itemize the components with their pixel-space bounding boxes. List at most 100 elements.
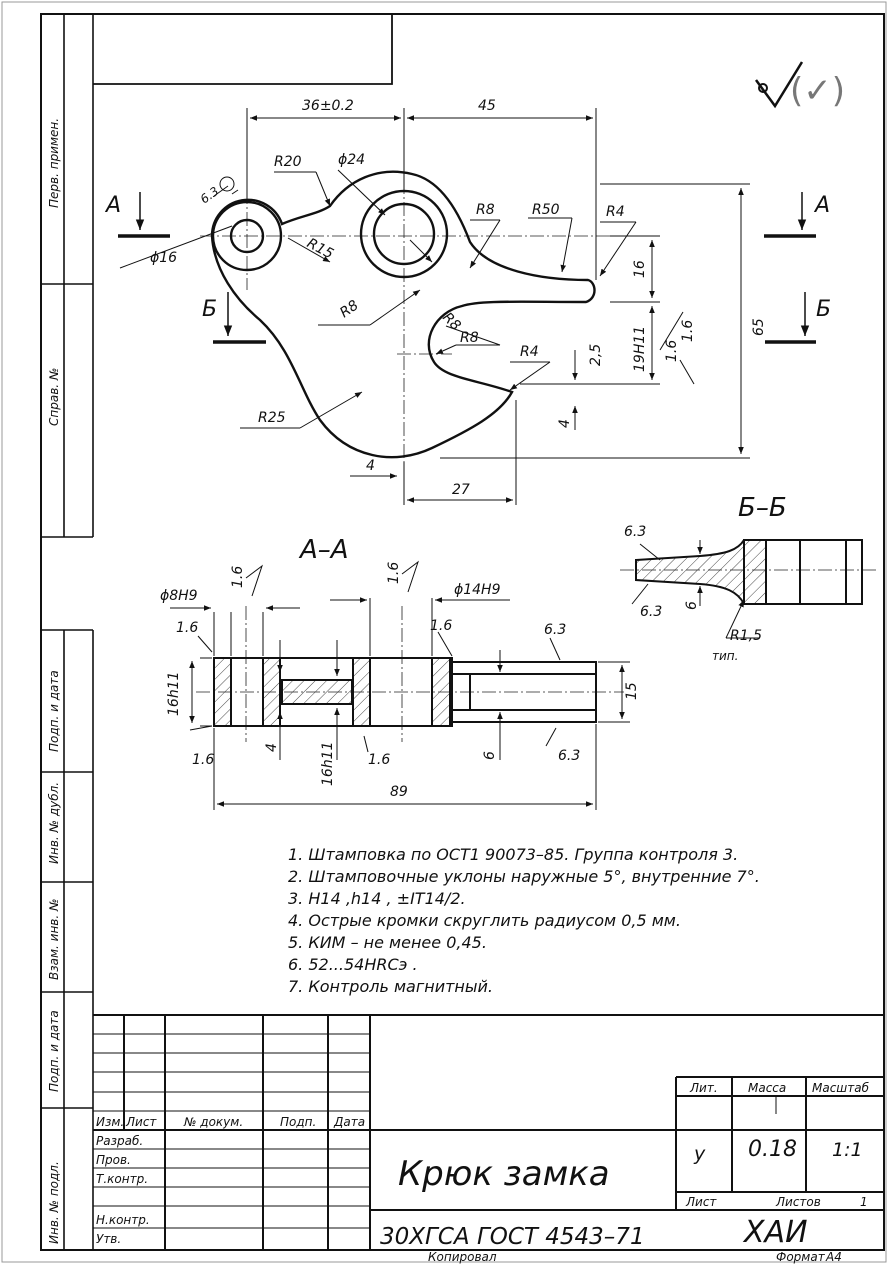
roughness-aa-2: 1.6 (386, 562, 402, 584)
dim-r50: R50 (532, 202, 560, 218)
big-eye-outer (359, 189, 449, 279)
tb-col-data: Дата (333, 1115, 365, 1129)
roughness-bb-top: 6.3 (624, 524, 646, 540)
roughness-bb-bottom: 6.3 (640, 604, 662, 620)
tb-massa-label: Масса (748, 1081, 786, 1095)
side-label-inv-podl: Инв. № подл. (47, 1161, 61, 1244)
dim-r1-5: R1,5 (730, 628, 762, 644)
tb-drawing-title: Крюк замка (398, 1154, 610, 1194)
general-roughness-mark: (✓) (754, 61, 845, 111)
section-bb: Б–Б 6.3 6.3 6 R1,5 тип. (620, 493, 876, 663)
note-4: 4. Острые кромки скруглить радиусом 0,5 … (288, 911, 681, 930)
section-marker-b-right: Б (816, 297, 831, 322)
tb-col-doc: № докум. (183, 1115, 243, 1129)
tb-utv: Утв. (96, 1232, 121, 1246)
tb-sheets-label: Листов (775, 1195, 821, 1209)
dim-r8-mid: R8 (337, 297, 362, 321)
dim-6-aa: 6 (482, 751, 498, 760)
side-strip (41, 14, 94, 1250)
note-5: 5. КИМ – не менее 0,45. (288, 933, 487, 952)
dim-19h11: 19H11 (632, 326, 648, 372)
tb-scale-label: Масштаб (812, 1081, 870, 1095)
note-6: 6. 52...54HRCэ . (288, 955, 418, 974)
small-eye-outer (211, 200, 283, 272)
section-aa-title: А–А (298, 535, 349, 565)
side-labels: Перв. примен. Справ. № Подп. и дата Инв.… (47, 118, 61, 1244)
roughness-aa-6: 1.6 (368, 752, 390, 768)
tb-sheets-value: 1 (860, 1195, 868, 1209)
tb-tkontr: Т.контр. (96, 1172, 148, 1186)
tb-col-podp: Подп. (280, 1115, 316, 1129)
top-stamp-box (93, 14, 393, 85)
main-view: А А Б Б 36±0.2 45 R20 ϕ24 6.3 R8 R50 R4 … (104, 98, 831, 505)
section-bb-title: Б–Б (738, 493, 787, 523)
dim-16-right: 16 (632, 260, 648, 278)
roughness-aa-1: 1.6 (230, 566, 246, 588)
dim-r15: R15 (304, 235, 336, 262)
section-marker-b-left: Б (202, 297, 217, 322)
dim-phi8h9: ϕ8H9 (160, 588, 198, 604)
side-label-vzam-inv: Взам. инв. № (47, 899, 61, 980)
tb-organization: ХАИ (742, 1215, 808, 1250)
roughness-aa-6-3-bottom: 6.3 (558, 748, 580, 764)
footer-format-value: А4 (825, 1250, 842, 1264)
dim-r8-low: R8 (460, 330, 479, 346)
section-marker-a-left: А (104, 193, 121, 218)
footer-copied: Копировал (428, 1250, 497, 1264)
roughness-aa-6-3-top: 6.3 (544, 622, 566, 638)
roughness-6-3-main: 6.3 (198, 184, 222, 206)
tb-col-list: Лист (125, 1115, 157, 1129)
section-marker-a-right: А (813, 193, 830, 218)
dim-36: 36±0.2 (302, 98, 354, 114)
tb-lit-value: у (693, 1143, 706, 1165)
dim-r8-top: R8 (476, 202, 495, 218)
hook-outline (210, 170, 596, 459)
tb-razrab: Разраб. (96, 1134, 143, 1148)
dim-r25: R25 (258, 410, 286, 426)
dim-4-right: 4 (557, 419, 573, 428)
note-1: 1. Штамповка по ОСТ1 90073–85. Группа ко… (288, 845, 738, 864)
general-roughness-symbol: (✓) (790, 71, 845, 111)
note-2: 2. Штамповочные уклоны наружные 5°, внут… (288, 867, 760, 886)
dim-27: 27 (452, 482, 470, 498)
dim-16h11-left: 16h11 (166, 671, 182, 716)
dim-6-bb: 6 (684, 601, 700, 610)
technical-notes: 1. Штамповка по ОСТ1 90073–85. Группа ко… (288, 845, 760, 996)
dim-15: 15 (624, 682, 640, 700)
tb-material: 30ХГСА ГОСТ 4543–71 (380, 1224, 645, 1250)
side-label-perv-primen: Перв. примен. (47, 118, 61, 208)
tb-nkontr: Н.контр. (96, 1213, 150, 1227)
dim-r4-low: R4 (520, 344, 539, 360)
tb-col-izm: Изм. (96, 1115, 124, 1129)
roughness-1-6-a: 1.6 (680, 320, 696, 342)
tb-lit-label: Лит. (689, 1081, 718, 1095)
dim-phi24: ϕ24 (338, 152, 365, 168)
tb-prov: Пров. (96, 1153, 131, 1167)
dim-16h11-mid: 16h11 (320, 741, 336, 786)
dim-2-5: 2,5 (588, 344, 604, 366)
side-label-sprav-no: Справ. № (47, 368, 61, 426)
roughness-1-6-b: 1.6 (664, 340, 680, 362)
tb-massa-value: 0.18 (748, 1137, 797, 1162)
side-label-inv-dubl: Инв. № дубл. (47, 782, 61, 864)
bb-hatch (635, 539, 767, 605)
inner-frame (40, 13, 885, 1251)
dim-65: 65 (751, 318, 767, 336)
roughness-aa-3: 1.6 (176, 620, 198, 636)
title-block: Изм. Лист № докум. Подп. Дата Разраб. Пр… (93, 1014, 884, 1250)
dim-r20: R20 (274, 154, 302, 170)
tb-sheet-label: Лист (685, 1195, 717, 1209)
dim-89: 89 (390, 784, 408, 800)
dim-phi14h9: ϕ14H9 (454, 582, 501, 598)
dim-45: 45 (478, 98, 496, 114)
small-eye-inner (229, 218, 265, 254)
footer-format-label: Формат (776, 1250, 826, 1264)
dim-4-aa: 4 (264, 743, 280, 752)
label-tip: тип. (712, 649, 738, 663)
dim-phi16: ϕ16 (150, 250, 177, 266)
big-eye-inner (372, 202, 436, 266)
note-3: 3. Н14 ,h14 , ±IT14/2. (288, 889, 466, 908)
section-aa: А–А (160, 535, 640, 810)
